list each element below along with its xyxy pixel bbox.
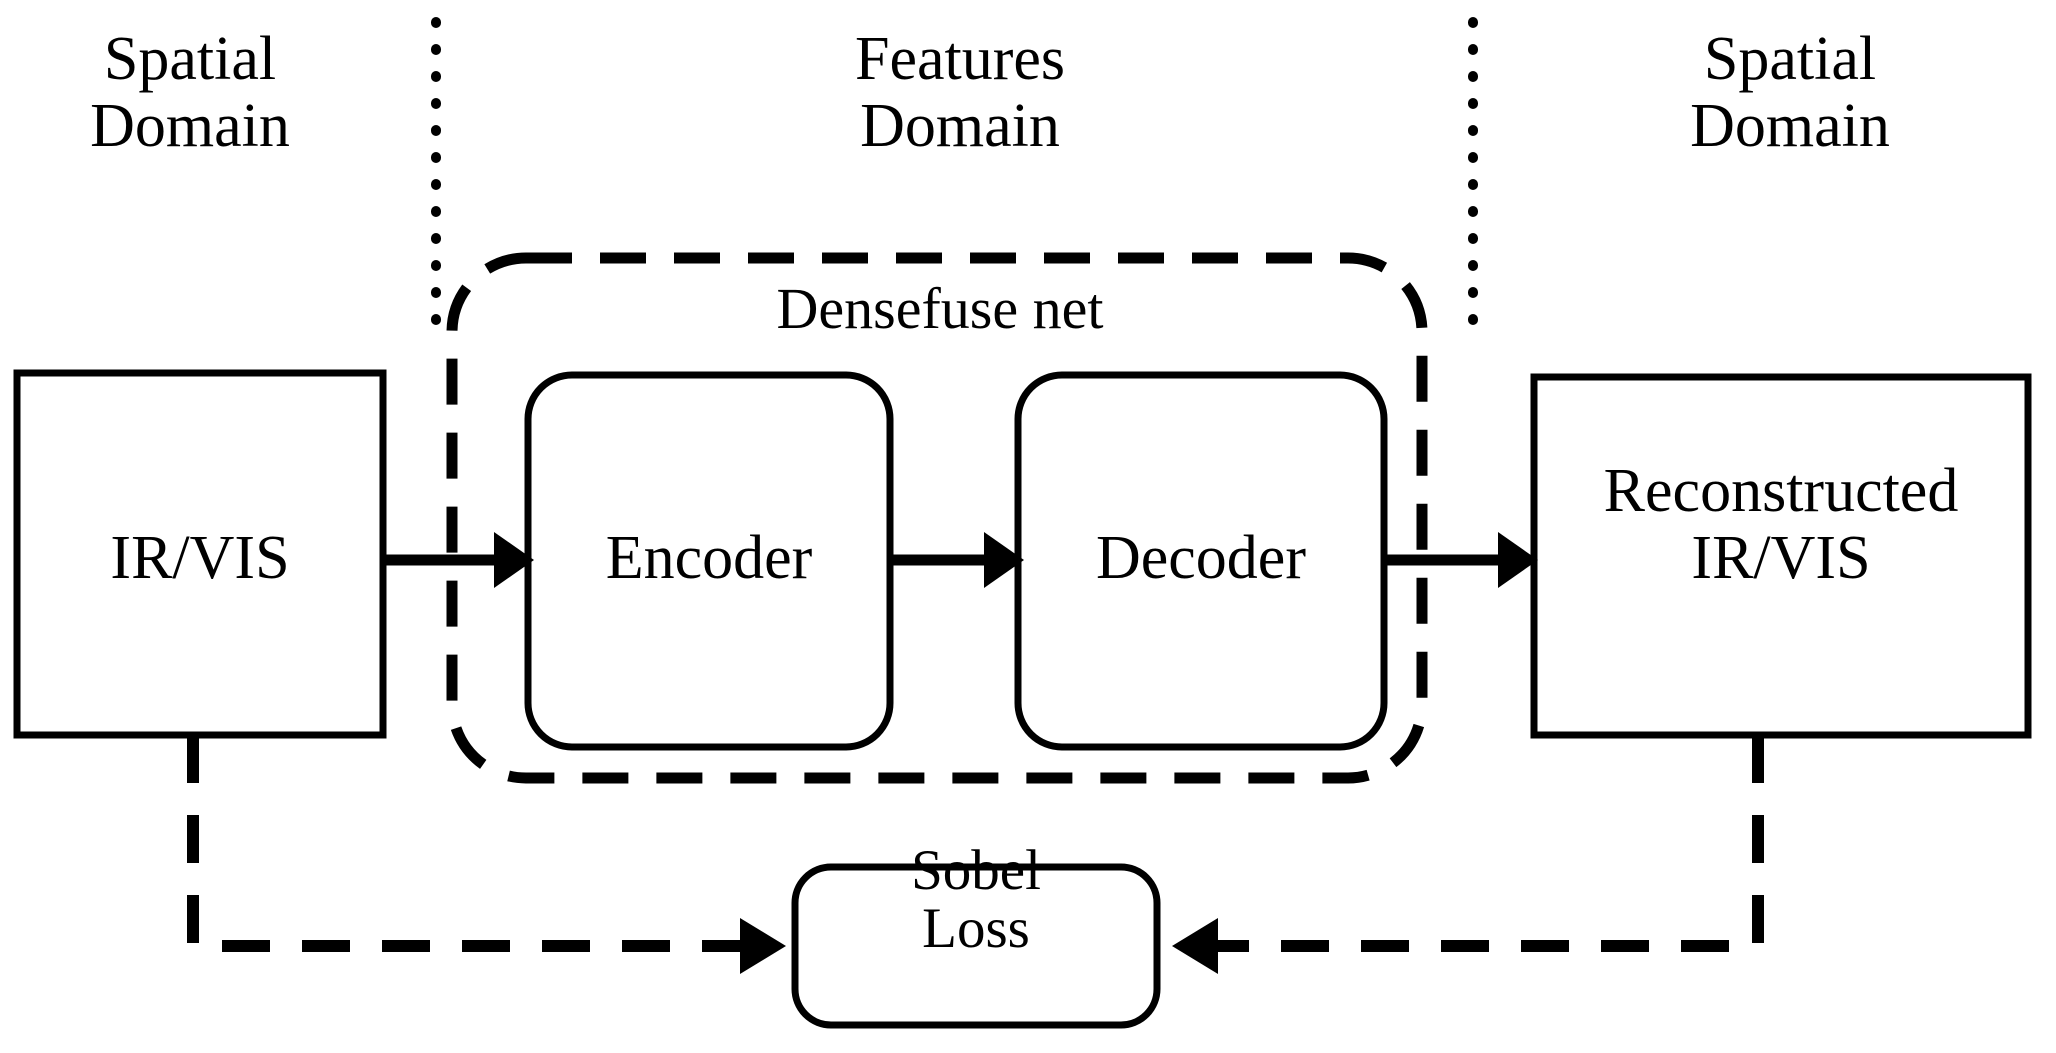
decoder-box-border[interactable] — [1014, 371, 1388, 751]
arrow-encoder-to-decoder — [890, 532, 1024, 588]
loss-box-border[interactable] — [791, 863, 1161, 1029]
arrow-reconstructed-to-loss — [1172, 735, 1764, 974]
arrow-decoder-to-reconstructed — [1384, 532, 1538, 588]
arrow-input-to-loss — [187, 735, 786, 974]
encoder-box-border[interactable] — [524, 371, 894, 751]
densefuse-net-group-border — [446, 252, 1428, 784]
reconstructed-box-border[interactable] — [1530, 373, 2032, 739]
arrow-input-to-encoder — [383, 532, 534, 588]
input-box-border[interactable] — [13, 369, 387, 739]
